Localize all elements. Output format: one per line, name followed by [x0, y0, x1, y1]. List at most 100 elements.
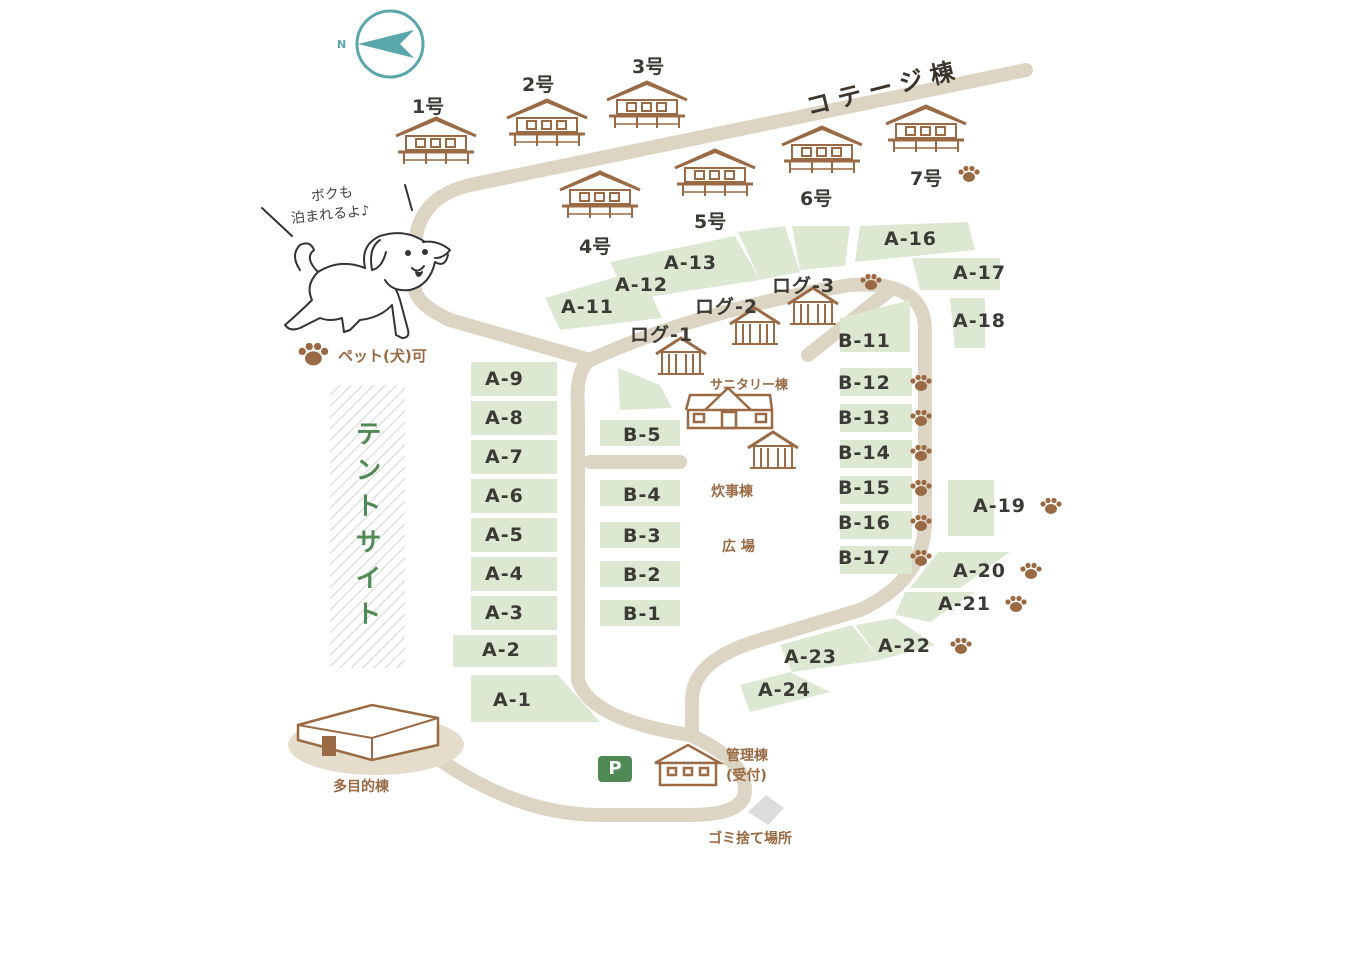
cooking-label: 炊事棟: [711, 484, 753, 500]
multipurpose-building: [288, 703, 464, 775]
site-a11-label: A-11: [561, 296, 615, 318]
parking-badge: P: [598, 756, 632, 782]
paw-icon-a20: [1020, 563, 1042, 579]
compass-arrow: [358, 30, 414, 58]
plot-b2: [600, 561, 680, 587]
garbage-label: ゴミ捨て場所: [708, 831, 792, 847]
plot-a1: [471, 675, 600, 722]
garbage-area: [748, 795, 784, 825]
cottage-5: [673, 148, 757, 198]
plot-a2: [453, 635, 557, 667]
site-a6-label: A-6: [485, 485, 524, 507]
road-main-loop: [433, 353, 752, 822]
management-label-line1: 管理棟: [726, 748, 768, 764]
paw-icon-b13: [910, 410, 932, 426]
paw-icon-a22: [950, 638, 972, 654]
plot-a16: [855, 222, 975, 262]
site-b12-label: B-12: [838, 372, 891, 394]
site-b17-label: B-17: [838, 547, 891, 569]
plot-b13: [840, 404, 912, 432]
site-a12-label: A-12: [615, 274, 669, 296]
site-a22-label: A-22: [878, 635, 932, 657]
cottage-3-label: 3号: [632, 56, 665, 78]
plot-a3: [471, 596, 557, 630]
plot-b14: [840, 440, 912, 468]
site-a19-label: A-19: [973, 495, 1027, 517]
tent-site-strip: [330, 385, 405, 668]
site-b1-label: B-1: [623, 603, 662, 625]
cottage-2: [505, 98, 589, 148]
plot-a9: [471, 362, 557, 396]
management-label-line2: (受付): [726, 768, 767, 784]
site-b3-label: B-3: [623, 525, 662, 547]
management-building: [654, 743, 725, 787]
pet-allowed-note: ペット(犬)可: [338, 347, 427, 365]
plot-b1: [600, 600, 680, 626]
site-a4-label: A-4: [485, 563, 524, 585]
cottage-4-label: 4号: [579, 236, 612, 258]
plot-b16: [840, 511, 912, 539]
plot-b3: [600, 522, 680, 548]
site-a9-label: A-9: [485, 368, 524, 390]
plot-a12-13: [610, 236, 760, 300]
plot-a7: [471, 440, 557, 474]
road-inner-loop: [583, 277, 932, 742]
compass-north-letter: N: [337, 38, 346, 51]
dog-speech-text: ボクも 泊まれるよ♪: [288, 181, 371, 229]
site-a13-label: A-13: [664, 252, 718, 274]
site-a20-label: A-20: [953, 560, 1007, 582]
plot-b5: [600, 420, 680, 446]
cottage-1-label: 1号: [412, 96, 445, 118]
plot-a19: [948, 480, 994, 536]
site-a7-label: A-7: [485, 446, 524, 468]
plot-a23: [780, 625, 880, 672]
compass: N: [337, 9, 425, 79]
paw-icon-log-3: [860, 274, 882, 290]
pet-legend-paw-icon: [298, 342, 329, 366]
plot-a18: [950, 298, 985, 348]
plot-a17: [912, 258, 1000, 290]
log-cabin-2-label: ログ-2: [695, 296, 759, 318]
plot-b17: [840, 546, 912, 574]
plot-b11: [840, 300, 910, 352]
site-a23-label: A-23: [784, 646, 838, 668]
plot-b15: [840, 476, 912, 504]
plaza-label: 広 場: [722, 539, 755, 555]
site-a24-label: A-24: [758, 679, 812, 701]
site-b15-label: B-15: [838, 477, 891, 499]
site-b4-label: B-4: [623, 484, 662, 506]
plot-b4: [600, 480, 680, 506]
plot-a5: [471, 518, 557, 552]
site-a2-label: A-2: [482, 639, 521, 661]
cottage-4: [558, 170, 642, 220]
paw-icon-b16: [910, 515, 932, 531]
paw-icon-a21: [1005, 596, 1027, 612]
sanitary-building: [684, 386, 774, 430]
paw-icon-b14: [910, 445, 932, 461]
cottage-2-label: 2号: [522, 74, 555, 96]
plot-b6: [618, 368, 672, 410]
plot-a24: [740, 672, 830, 712]
plot-b12: [840, 368, 912, 396]
site-a21-label: A-21: [938, 593, 992, 615]
site-a5-label: A-5: [485, 524, 524, 546]
cottage-5-label: 5号: [694, 211, 727, 233]
site-a17-label: A-17: [953, 262, 1007, 284]
paw-icon-a19: [1040, 498, 1062, 514]
site-a1-label: A-1: [493, 689, 532, 711]
management-label: 管理棟 (受付): [726, 746, 768, 786]
paw-icon-b15: [910, 480, 932, 496]
dog-illustration: [261, 184, 451, 339]
site-a8-label: A-8: [485, 407, 524, 429]
paw-icon-b12: [910, 375, 932, 391]
multipurpose-label: 多目的棟: [333, 779, 389, 795]
b-site-plots: [600, 300, 912, 626]
site-b13-label: B-13: [838, 407, 891, 429]
site-a16-label: A-16: [884, 228, 938, 250]
a-site-plots: [453, 222, 1010, 722]
site-b14-label: B-14: [838, 442, 891, 464]
plot-a22: [855, 618, 935, 660]
plot-a4: [471, 557, 557, 591]
log-cabin-1-label: ログ-1: [630, 324, 694, 346]
